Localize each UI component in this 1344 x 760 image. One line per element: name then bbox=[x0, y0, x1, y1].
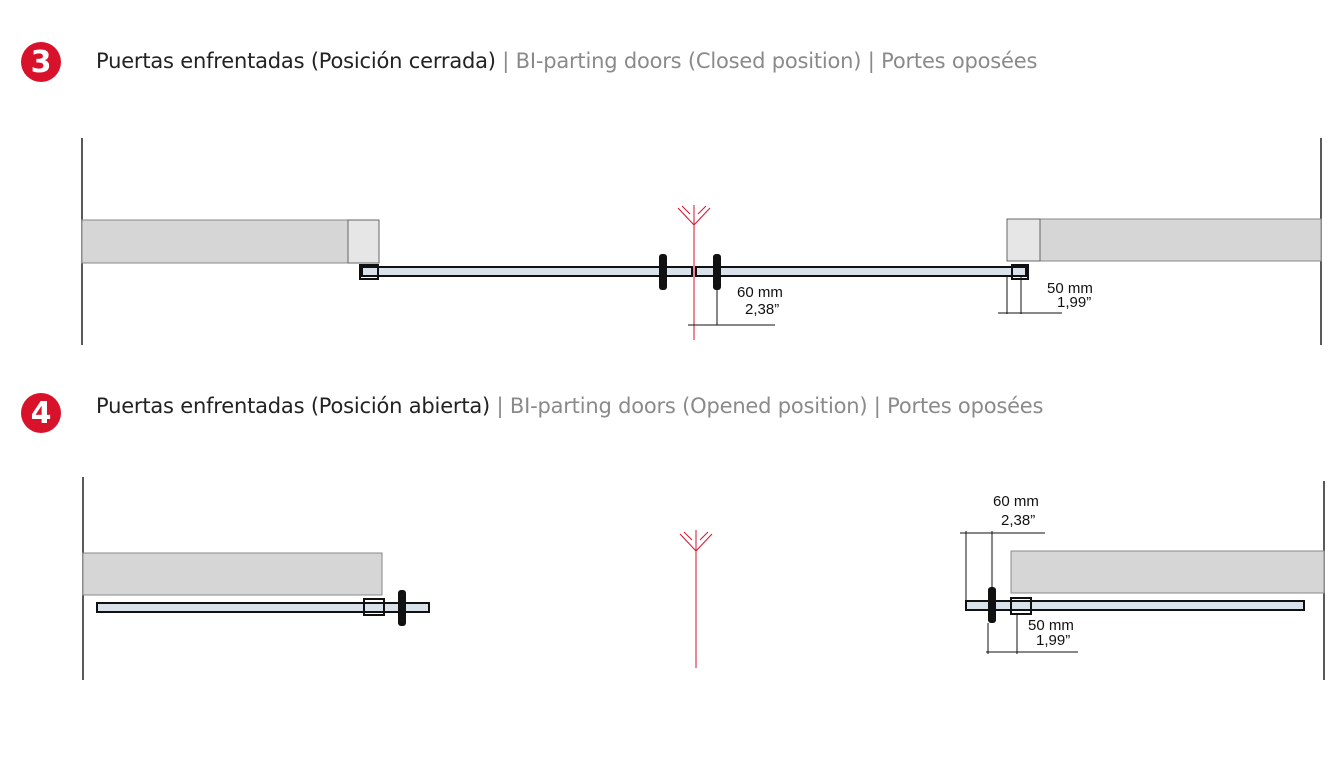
axis-arrow-mark bbox=[679, 530, 713, 552]
dim-top-in: 2,38” bbox=[1001, 512, 1035, 529]
title-sep: | bbox=[490, 394, 510, 418]
right-wall-block bbox=[1006, 218, 1322, 262]
handle-left-door bbox=[398, 590, 406, 626]
title-es: Puertas enfrentadas (Posición abierta) bbox=[96, 394, 491, 418]
dim-bottom-in: 1,99” bbox=[1036, 632, 1070, 649]
dim-side-mm: 50 mm bbox=[1047, 280, 1093, 297]
section-title-3: Puertas enfrentadas (Posición cerrada) |… bbox=[96, 49, 1037, 73]
title-sep: | bbox=[861, 49, 882, 73]
opened-position-diagram: 60 mm 2,38” 50 mm 1,99” bbox=[82, 477, 1325, 680]
left-door-leaf bbox=[96, 602, 430, 613]
right-door-leaf bbox=[695, 266, 1027, 277]
left-door-leaf bbox=[361, 266, 693, 277]
title-es: Puertas enfrentadas (Posición cerrada) bbox=[96, 49, 496, 73]
right-wall-block bbox=[1010, 550, 1325, 594]
left-wall-block bbox=[81, 219, 380, 264]
right-end-stop bbox=[1010, 597, 1032, 615]
dim-side-in: 1,99” bbox=[1057, 294, 1091, 311]
right-jamb bbox=[1006, 218, 1041, 262]
handle-right bbox=[713, 254, 721, 290]
step-badge-3: 3 bbox=[21, 42, 61, 82]
title-en: BI-parting doors (Opened position) bbox=[509, 394, 868, 418]
left-wall-block bbox=[82, 552, 383, 596]
dim-bottom-mm: 50 mm bbox=[1028, 617, 1074, 634]
dim-top-mm: 60 mm bbox=[993, 493, 1039, 510]
left-end-stop bbox=[363, 598, 385, 616]
section-title-4: Puertas enfrentadas (Posición abierta) |… bbox=[96, 394, 1043, 418]
closed-position-diagram: 60 mm 2,38” 50 mm 1,99” bbox=[81, 138, 1322, 345]
left-jamb bbox=[347, 219, 380, 264]
right-end-stop bbox=[1011, 264, 1029, 280]
title-fr: Portes oposées bbox=[887, 394, 1044, 418]
step-badge-4: 4 bbox=[21, 393, 61, 433]
axis-arrow-mark bbox=[677, 205, 711, 226]
title-en: BI-parting doors (Closed position) bbox=[515, 49, 862, 73]
handle-right-door bbox=[988, 587, 996, 623]
left-end-stop bbox=[359, 264, 379, 280]
handle-left bbox=[659, 254, 667, 290]
right-door-leaf bbox=[965, 600, 1305, 611]
title-sep: | bbox=[867, 394, 888, 418]
title-fr: Portes oposées bbox=[881, 49, 1038, 73]
title-sep: | bbox=[495, 49, 516, 73]
dim-center-mm: 60 mm bbox=[737, 284, 783, 301]
dim-center-in: 2,38” bbox=[745, 301, 779, 318]
